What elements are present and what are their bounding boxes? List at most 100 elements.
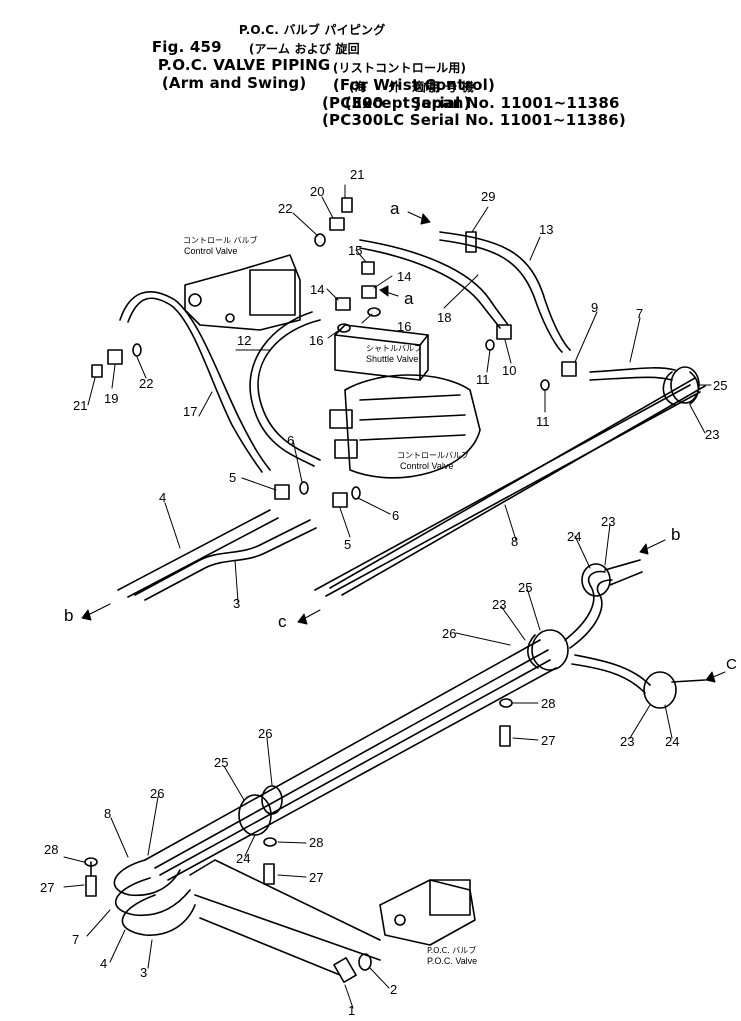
title-line-4: (For Wrist Control) (Except Japan) [322, 58, 495, 112]
oring-16-right [367, 307, 381, 317]
title-line-3: (リストコントロール用) (海 外 向) [322, 40, 466, 96]
pipe-8-lower [144, 639, 557, 881]
shuttle-valve-en: Shuttle Valve [366, 354, 419, 364]
hose-18 [359, 239, 509, 326]
callout-20: 20 [310, 184, 325, 199]
pipes-3-4 [117, 509, 317, 601]
callout-28-mid: 28 [309, 835, 324, 850]
callout-27-left: 27 [40, 880, 55, 895]
callout-11-bottom: 11 [536, 414, 550, 429]
pipe-c-end [671, 679, 706, 683]
control-valve-mid-jp: コントロールバルブ [397, 451, 469, 460]
wrist-jp: (リストコントロール用) [332, 61, 467, 75]
hose-12 [257, 319, 321, 461]
applicable-models-jp: 適 用 号 機 [412, 80, 474, 94]
line-to-poc-2 [194, 894, 381, 961]
callout-8-top: 8 [511, 534, 519, 549]
callout-23-upper-right: 23 [601, 514, 616, 529]
bolt-27-left [85, 861, 97, 897]
pipe-8-upper [314, 377, 706, 597]
clamp-24-lower [643, 671, 677, 709]
fitting-21-top [341, 197, 353, 213]
serial-line-1: (PC300 Serial No. 11001~11386 [322, 94, 620, 112]
callout-17: 17 [183, 404, 198, 419]
callout-28-right: 28 [541, 696, 556, 711]
overseas-jp: (海 外 向) [348, 80, 441, 94]
hose-17 [119, 291, 271, 471]
callout-1: 1 [348, 1003, 356, 1018]
callout-25-center: 25 [518, 580, 533, 595]
fitting-20 [329, 217, 345, 231]
serial-line-2: (PC300LC Serial No. 11001~11386) [322, 111, 626, 129]
branch-to-c-2 [571, 663, 646, 694]
connection-arrows [81, 211, 726, 683]
callout-26-center: 26 [442, 626, 457, 641]
figure-title: P.O.C. VALVE PIPING [157, 56, 331, 74]
callout-10: 10 [502, 363, 517, 378]
callout-14-left: 14 [310, 282, 325, 297]
connector-b-left: b [64, 606, 74, 625]
fitting-14-right [361, 285, 377, 299]
hose-7 [589, 367, 676, 373]
title-jp-1: P.O.C. バルブ パイピング [238, 23, 386, 37]
callout-28-left: 28 [44, 842, 59, 857]
control-valve-mid-en: Control Valve [400, 461, 454, 471]
callout-27-mid: 27 [309, 870, 324, 885]
fitting-14-top [361, 261, 375, 275]
fitting-5-left [274, 484, 290, 500]
callout-11-top: 11 [476, 372, 490, 387]
clamp-lower-left [238, 794, 272, 836]
callout-25-top: 25 [713, 378, 728, 393]
callout-2: 2 [390, 982, 398, 997]
u-bends [113, 859, 196, 936]
title-jp-1-paren: (アーム および 旋回 [248, 42, 360, 56]
callout-3-top: 3 [233, 596, 241, 611]
connector-b-right: b [671, 525, 681, 544]
callout-18: 18 [437, 310, 452, 325]
oring-22-top [314, 233, 326, 247]
hose-17b [127, 297, 263, 473]
wrist-en: (For Wrist Control) [332, 76, 496, 94]
fitting-5-right [332, 492, 348, 508]
callout-24-lower-right: 24 [665, 734, 680, 749]
branch-to-b-2 [569, 579, 613, 649]
oring-2 [358, 953, 372, 971]
title-line-1: P.O.C. バルブ パイピング (アーム および 旋回 [228, 2, 385, 58]
callout-16-right: 16 [397, 319, 412, 334]
oring-22-left [132, 343, 142, 357]
callout-6-right: 6 [392, 508, 400, 523]
callout-14-right: 14 [397, 269, 412, 284]
callout-29: 29 [481, 189, 496, 204]
control-valve-top-en: Control Valve [184, 246, 238, 256]
hose-12b [249, 311, 315, 467]
control-valve-top-jp: コントロール バルブ [183, 236, 258, 245]
callout-16-left: 16 [309, 333, 324, 348]
callout-5-left: 5 [229, 470, 237, 485]
washer-28-left [84, 857, 98, 867]
figure-number: Fig. 459 [151, 38, 222, 56]
control-valve-middle [329, 374, 481, 479]
hose-7b [589, 376, 673, 381]
oring-6-right [351, 486, 361, 500]
washer-28-mid [263, 837, 277, 847]
clamp-24-upper [581, 563, 611, 597]
oring-11-top [485, 339, 495, 351]
fitting-19 [107, 349, 123, 365]
callout-13: 13 [539, 222, 554, 237]
callout-5-right: 5 [344, 537, 352, 552]
callout-7-top: 7 [636, 306, 644, 321]
branch-to-b [564, 570, 606, 641]
callout-22-top: 22 [278, 201, 293, 216]
callout-24-lower: 24 [236, 851, 251, 866]
callout-3-lower: 3 [140, 965, 148, 980]
control-valve-top [184, 254, 301, 331]
callout-12: 12 [237, 333, 252, 348]
callout-26-lower: 26 [258, 726, 273, 741]
line-to-poc-1 [189, 859, 381, 941]
line-to-poc-3 [199, 917, 341, 976]
washer-28-right [499, 698, 513, 708]
callout-23-top: 23 [705, 427, 720, 442]
callout-23-center: 23 [492, 597, 507, 612]
hose-13 [439, 231, 571, 351]
